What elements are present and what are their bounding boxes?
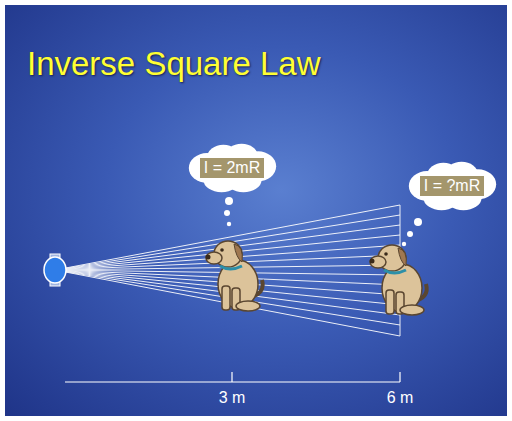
dog bbox=[206, 241, 263, 311]
title: Inverse Square Law bbox=[27, 45, 321, 83]
source bbox=[44, 254, 66, 286]
thought-cloud: I = 2mR bbox=[187, 143, 278, 193]
distance-axis bbox=[65, 372, 400, 382]
background-panel: Inverse Square Law I = 2mR I = ?mR 3 m 6 m bbox=[5, 5, 507, 416]
rays bbox=[55, 205, 400, 336]
cloud-text: I = ?mR bbox=[420, 176, 484, 196]
thought-cloud: I = ?mR bbox=[407, 161, 498, 211]
dog bbox=[370, 245, 427, 315]
thought-dots bbox=[224, 197, 422, 246]
distance-label: 3 m bbox=[219, 389, 246, 407]
cloud-text: I = 2mR bbox=[200, 158, 264, 178]
distance-label: 6 m bbox=[387, 389, 414, 407]
